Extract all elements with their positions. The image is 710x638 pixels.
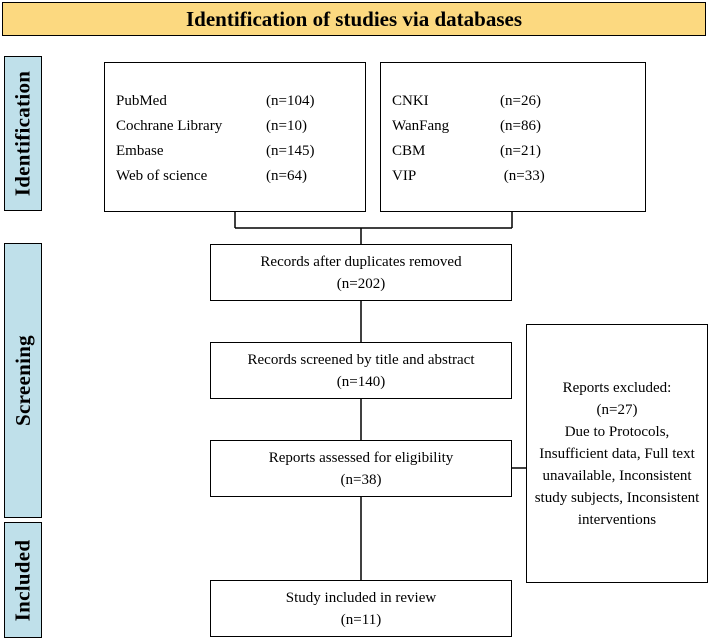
phase-label-identification: Identification xyxy=(4,56,42,211)
step-duplicates-removed: Records after duplicates removed (n=202) xyxy=(210,244,512,301)
database-row: VIP (n=33) xyxy=(392,164,645,189)
excluded-reasons: Due to Protocols, Insufficient data, Ful… xyxy=(534,423,700,528)
database-row: WanFang (n=86) xyxy=(392,114,645,139)
excluded-title: Reports excluded: xyxy=(562,379,672,396)
database-row: Embase (n=145) xyxy=(116,139,365,164)
database-count: (n=86) xyxy=(500,118,541,134)
database-row: CBM (n=21) xyxy=(392,139,645,164)
step-assessed-eligibility: Reports assessed for eligibility (n=38) xyxy=(210,440,512,497)
database-name: CNKI xyxy=(392,93,429,109)
database-row: PubMed (n=104) xyxy=(116,89,365,114)
database-count: (n=104) xyxy=(266,93,315,109)
database-count: (n=64) xyxy=(266,168,307,184)
excluded-reports-box: Reports excluded: (n=27) Due to Protocol… xyxy=(526,324,708,583)
step-label: Reports assessed for eligibility xyxy=(268,449,454,466)
step-label: Records screened by title and abstract xyxy=(247,351,475,368)
database-count: (n=33) xyxy=(500,168,545,184)
phase-included-text: Included xyxy=(10,539,35,621)
database-count: (n=145) xyxy=(266,143,315,159)
phase-screening-text: Screening xyxy=(10,335,35,426)
database-name: Embase xyxy=(116,143,164,159)
database-count: (n=10) xyxy=(266,118,307,134)
step-count: (n=202) xyxy=(336,275,386,292)
database-name: Web of science xyxy=(116,168,208,184)
step-label: Study included in review xyxy=(285,589,437,606)
phase-identification-text: Identification xyxy=(10,70,35,197)
database-name: PubMed xyxy=(116,93,167,109)
excluded-count: (n=27) xyxy=(596,401,638,418)
step-count: (n=11) xyxy=(340,611,382,628)
database-name: Cochrane Library xyxy=(116,118,223,134)
database-name: CBM xyxy=(392,143,426,159)
phase-label-screening: Screening xyxy=(4,243,42,518)
phase-label-included: Included xyxy=(4,522,42,638)
step-label: Records after duplicates removed xyxy=(260,253,462,270)
database-row: Web of science (n=64) xyxy=(116,164,365,189)
database-row: CNKI (n=26) xyxy=(392,89,645,114)
database-row: Cochrane Library (n=10) xyxy=(116,114,365,139)
step-count: (n=140) xyxy=(336,373,386,390)
step-included-in-review: Study included in review (n=11) xyxy=(210,580,512,637)
diagram-title: Identification of studies via databases xyxy=(185,6,523,31)
step-count: (n=38) xyxy=(340,471,382,488)
database-count: (n=21) xyxy=(500,143,541,159)
database-box-chinese: CNKI (n=26) WanFang (n=86) CBM (n=21) VI… xyxy=(380,62,646,212)
database-name: VIP xyxy=(392,168,417,184)
database-box-international: PubMed (n=104) Cochrane Library (n=10) E… xyxy=(104,62,366,212)
database-name: WanFang xyxy=(392,118,450,134)
database-count: (n=26) xyxy=(500,93,541,109)
step-screened-title-abstract: Records screened by title and abstract (… xyxy=(210,342,512,399)
diagram-title-banner: Identification of studies via databases xyxy=(2,2,706,36)
